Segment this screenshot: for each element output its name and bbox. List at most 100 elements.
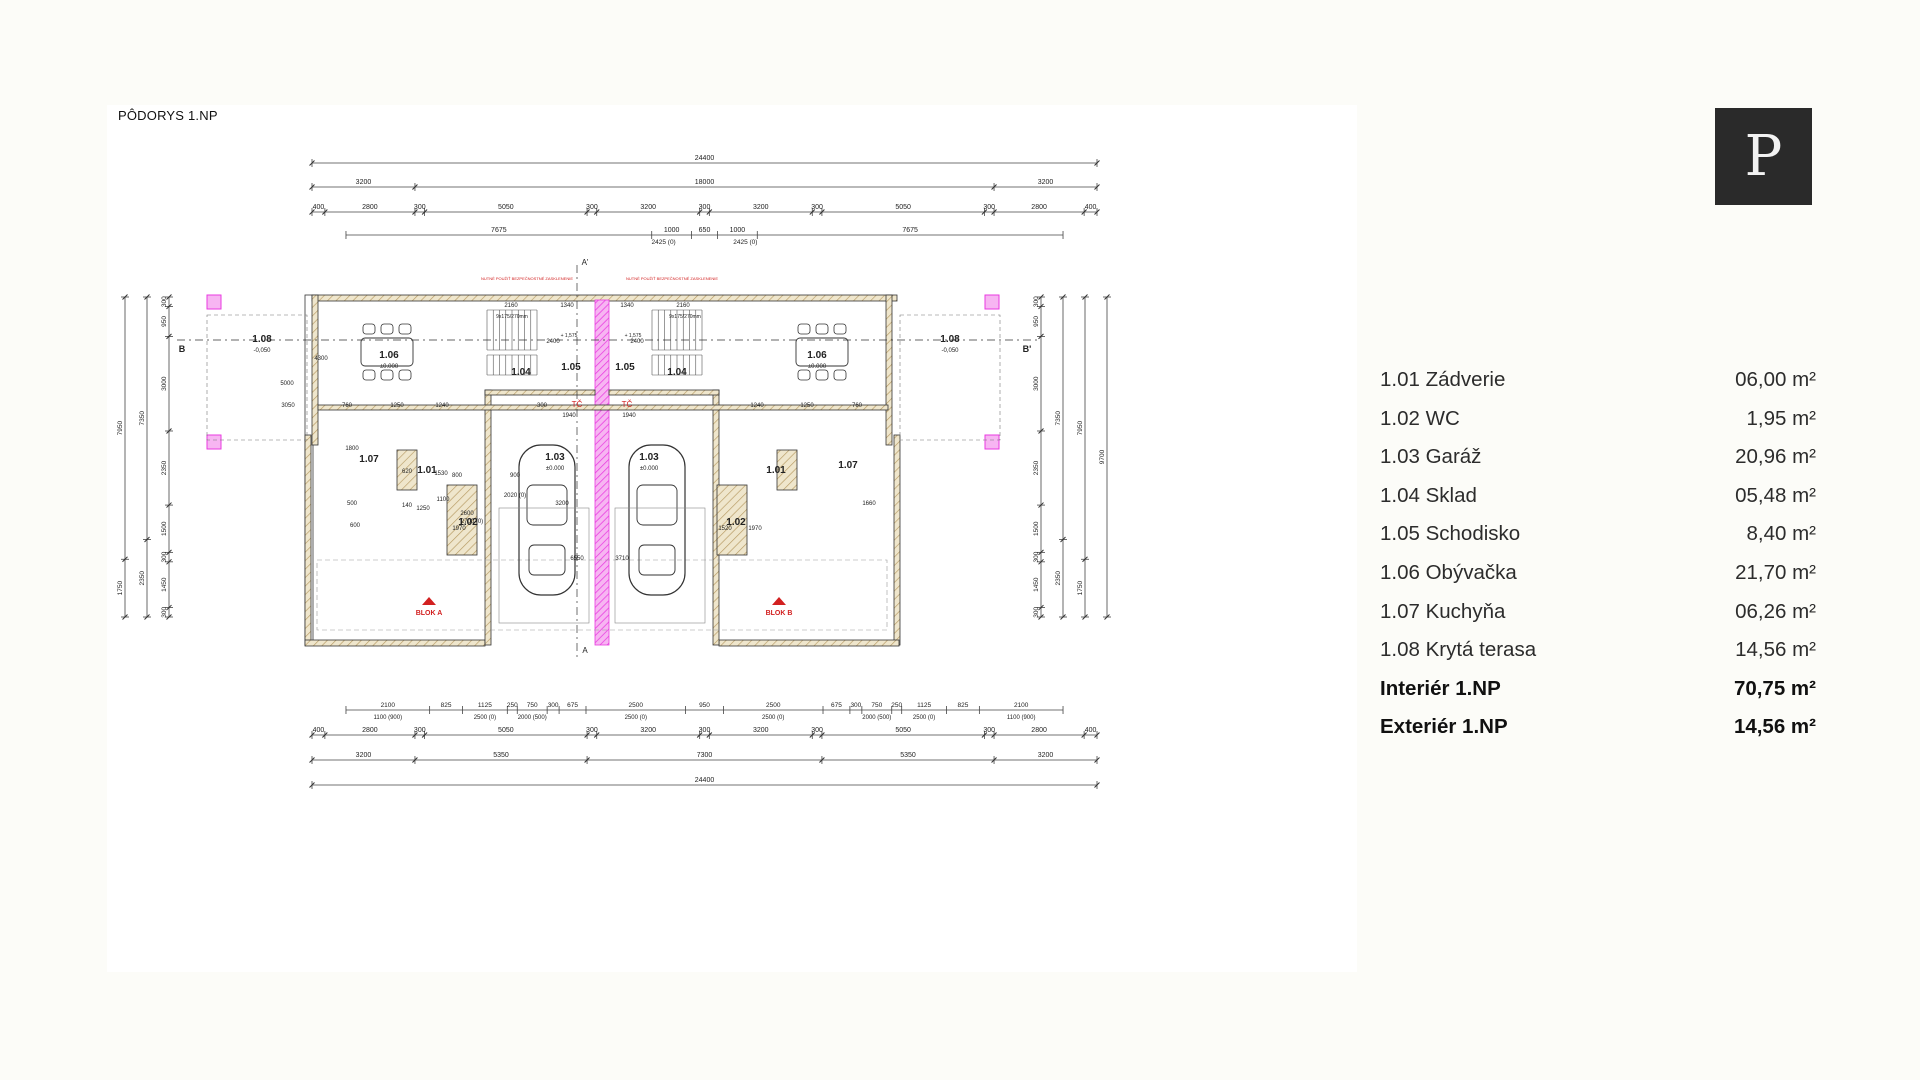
interior-dimension: 2020 (0) — [504, 493, 526, 499]
dining-left — [360, 323, 414, 381]
stair-wall-left — [484, 389, 596, 396]
dining-right-chair — [833, 323, 847, 335]
room-name: 1.06 Obývačka — [1380, 560, 1517, 584]
dim-bottom-row1-label: 1125 — [917, 702, 931, 709]
dim-side-right-row4-label: 1500 — [1033, 521, 1040, 536]
dining-left-chair — [380, 323, 394, 335]
dim-side-right-row4-label: 300 — [1033, 551, 1040, 562]
dim-side-left-row4-label: 2350 — [161, 460, 168, 475]
dim-bottom-row2-tick-slash — [809, 732, 816, 738]
room-label: 1.01 — [417, 465, 437, 476]
room-area: 8,40 m² — [1746, 522, 1817, 546]
entry-canopy-outline — [316, 559, 888, 631]
dim-bottom-row1-label: 2100 — [381, 702, 396, 709]
interior-details — [177, 265, 1037, 660]
dim-side-right-overall-tick-slash — [1104, 614, 1110, 620]
dim-side-right-row4-tick-slash — [1038, 604, 1044, 611]
dim-side-left-row4-tick-slash — [166, 558, 172, 565]
dim-bottom-row1-sublabel: 2000 (500) — [518, 715, 547, 721]
dim-bottom-row2-tick-slash — [981, 732, 988, 738]
dim-bottom-row3-label: 3200 — [1038, 752, 1054, 759]
dim-bottom-row2-tick-slash — [584, 732, 590, 738]
dim-bottom-row2-label: 5050 — [498, 727, 514, 734]
room-name: 1.03 Garáž — [1380, 445, 1482, 469]
dim-side-right-row4-label: 950 — [1033, 316, 1040, 327]
dim-bottom-row2-tick-slash — [706, 732, 713, 738]
dim-side-right-row4-tick-slash — [1038, 333, 1044, 340]
dim-bottom-row2-tick-slash — [696, 732, 703, 738]
plan-title: PÔDORYS 1.NP — [118, 108, 218, 123]
section-marker-b-prime: B' — [1023, 344, 1032, 354]
dim-bottom-row2-label: 2800 — [362, 727, 378, 734]
kitchen-block-left — [396, 449, 418, 491]
dim-side-right-overall-label: 9700 — [1099, 449, 1106, 464]
room-name: 1.04 Sklad — [1380, 483, 1477, 507]
dining-right-chair — [797, 369, 811, 381]
stair-note-right: 9x175/270mm — [669, 314, 701, 320]
dim-top-row2-label: 18000 — [695, 179, 715, 186]
outer-wall-left-top — [311, 294, 319, 446]
dim-bottom-row1-sublabel: 2500 (0) — [762, 715, 784, 721]
logo-letter: P — [1744, 123, 1783, 189]
dim-bottom-row1-sublabel: 2000 (500) — [862, 715, 891, 721]
interior-dimension: 1240 — [435, 403, 449, 409]
interior-dimension: 3200 — [555, 501, 569, 507]
interior-dimension: 1250 — [800, 403, 814, 409]
dim-bottom-row3-label: 3200 — [356, 752, 372, 759]
dim-side-left-row3-label: 7350 — [139, 411, 146, 426]
dim-bottom-row1-label: 250 — [891, 702, 902, 709]
outer-wall-left-lower — [304, 434, 312, 646]
interior-dimension: 4300 — [314, 356, 328, 362]
dim-top-row3-tick-slash — [584, 209, 590, 215]
garage-wall-left — [484, 389, 492, 646]
dim-bottom-overall-tick-slash — [309, 782, 315, 788]
car-right-body — [628, 444, 686, 596]
dim-bottom-row3-tick-slash — [584, 757, 590, 763]
dining-right-chair — [815, 369, 829, 381]
dim-side-right-row4-tick-slash — [1038, 558, 1044, 565]
dim-top-overall-tick-slash — [309, 160, 315, 166]
dim-top-row3-tick-slash — [981, 209, 988, 215]
dim-bottom-row3-label: 5350 — [493, 752, 509, 759]
dim-top-row4-label: 7675 — [491, 227, 507, 234]
dim-bottom-overall-label: 24400 — [695, 777, 715, 784]
interior-dimension: 1520 — [718, 526, 732, 532]
level-label: -0,050 — [253, 348, 271, 354]
terrace-post — [206, 294, 222, 310]
terrace-outline-right — [899, 314, 1001, 441]
room-name: 1.02 WC — [1380, 406, 1460, 430]
dim-bottom-row2-label: 3200 — [753, 727, 769, 734]
interior-dimension: 1250 — [416, 506, 430, 512]
dim-top-row3-tick-slash — [991, 209, 997, 215]
interior-dimension: 1970 — [748, 526, 762, 532]
level-label: ±0.000 — [808, 364, 827, 370]
dim-side-left-row2-label: 1750 — [117, 581, 124, 596]
interior-dimension: 1240 — [750, 403, 764, 409]
room-label: 1.06 — [807, 350, 827, 361]
total-area: 14,56 m² — [1733, 715, 1816, 739]
dim-bottom-row2-label: 300 — [586, 727, 598, 734]
dim-bottom-row1-label: 1125 — [478, 702, 492, 709]
dim-bottom-row2-label: 300 — [811, 727, 823, 734]
dim-top-row2-tick-slash — [412, 184, 418, 190]
brand-logo: P — [1715, 108, 1812, 205]
dim-top-row3-label: 300 — [699, 204, 711, 211]
dim-top-row3-tick-slash — [412, 209, 418, 215]
dim-bottom-row1-label: 750 — [527, 702, 538, 709]
dim-bottom-row1-label: 825 — [958, 702, 969, 709]
level-label: ±0.000 — [380, 364, 399, 370]
dim-top-row2-tick-slash — [1094, 184, 1100, 190]
interior-dimension: 3050 — [281, 403, 295, 409]
room-label: 1.03 — [639, 452, 659, 463]
car-right — [628, 444, 686, 596]
dim-side-right-row3-tick-slash — [1060, 614, 1066, 620]
block-b-label: BLOK B — [766, 610, 793, 617]
dining-right-chair — [797, 323, 811, 335]
room-area: 06,00 m² — [1735, 368, 1816, 391]
dim-bottom-row2-label: 300 — [983, 727, 995, 734]
stair-wall-right — [608, 389, 720, 396]
dim-bottom-row1-sublabel: 1100 (900) — [374, 715, 403, 721]
dim-top-row3-label: 400 — [1085, 204, 1097, 211]
section-marker-b: B — [179, 344, 186, 354]
